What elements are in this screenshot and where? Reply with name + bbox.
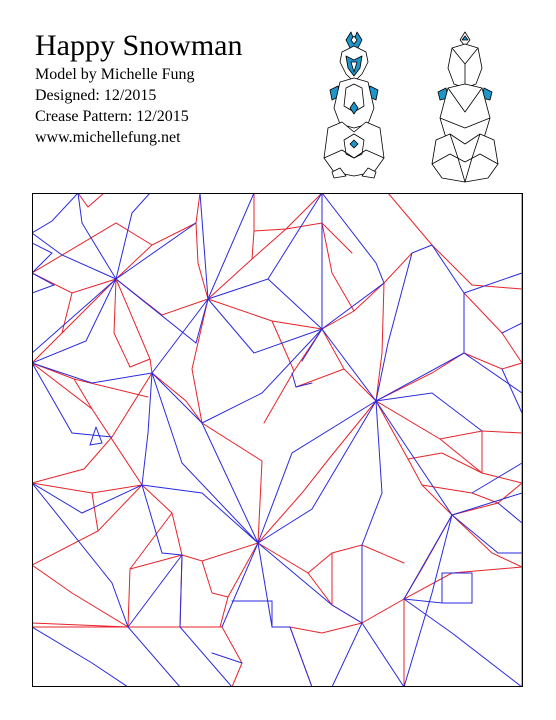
designer-credit: Model by Michelle Fung [35, 66, 195, 83]
crease-pattern-date: Crease Pattern: 12/2015 [35, 108, 189, 125]
folded-model-views [318, 28, 530, 184]
designed-date: Designed: 12/2015 [35, 87, 157, 104]
crease-pattern [32, 193, 524, 687]
paper-border [32, 193, 523, 687]
valley-creases [32, 193, 523, 687]
page-title: Happy Snowman [35, 29, 243, 62]
mountain-creases [32, 193, 523, 687]
snowman-back-view [431, 31, 499, 183]
snowman-model-illustrations [323, 31, 499, 183]
website-link[interactable]: www.michellefung.net [35, 129, 181, 146]
crease-pattern-diagram [32, 193, 523, 687]
header-block: Happy Snowman Model by Michelle Fung Des… [35, 30, 242, 148]
snowman-front-view [323, 31, 385, 179]
